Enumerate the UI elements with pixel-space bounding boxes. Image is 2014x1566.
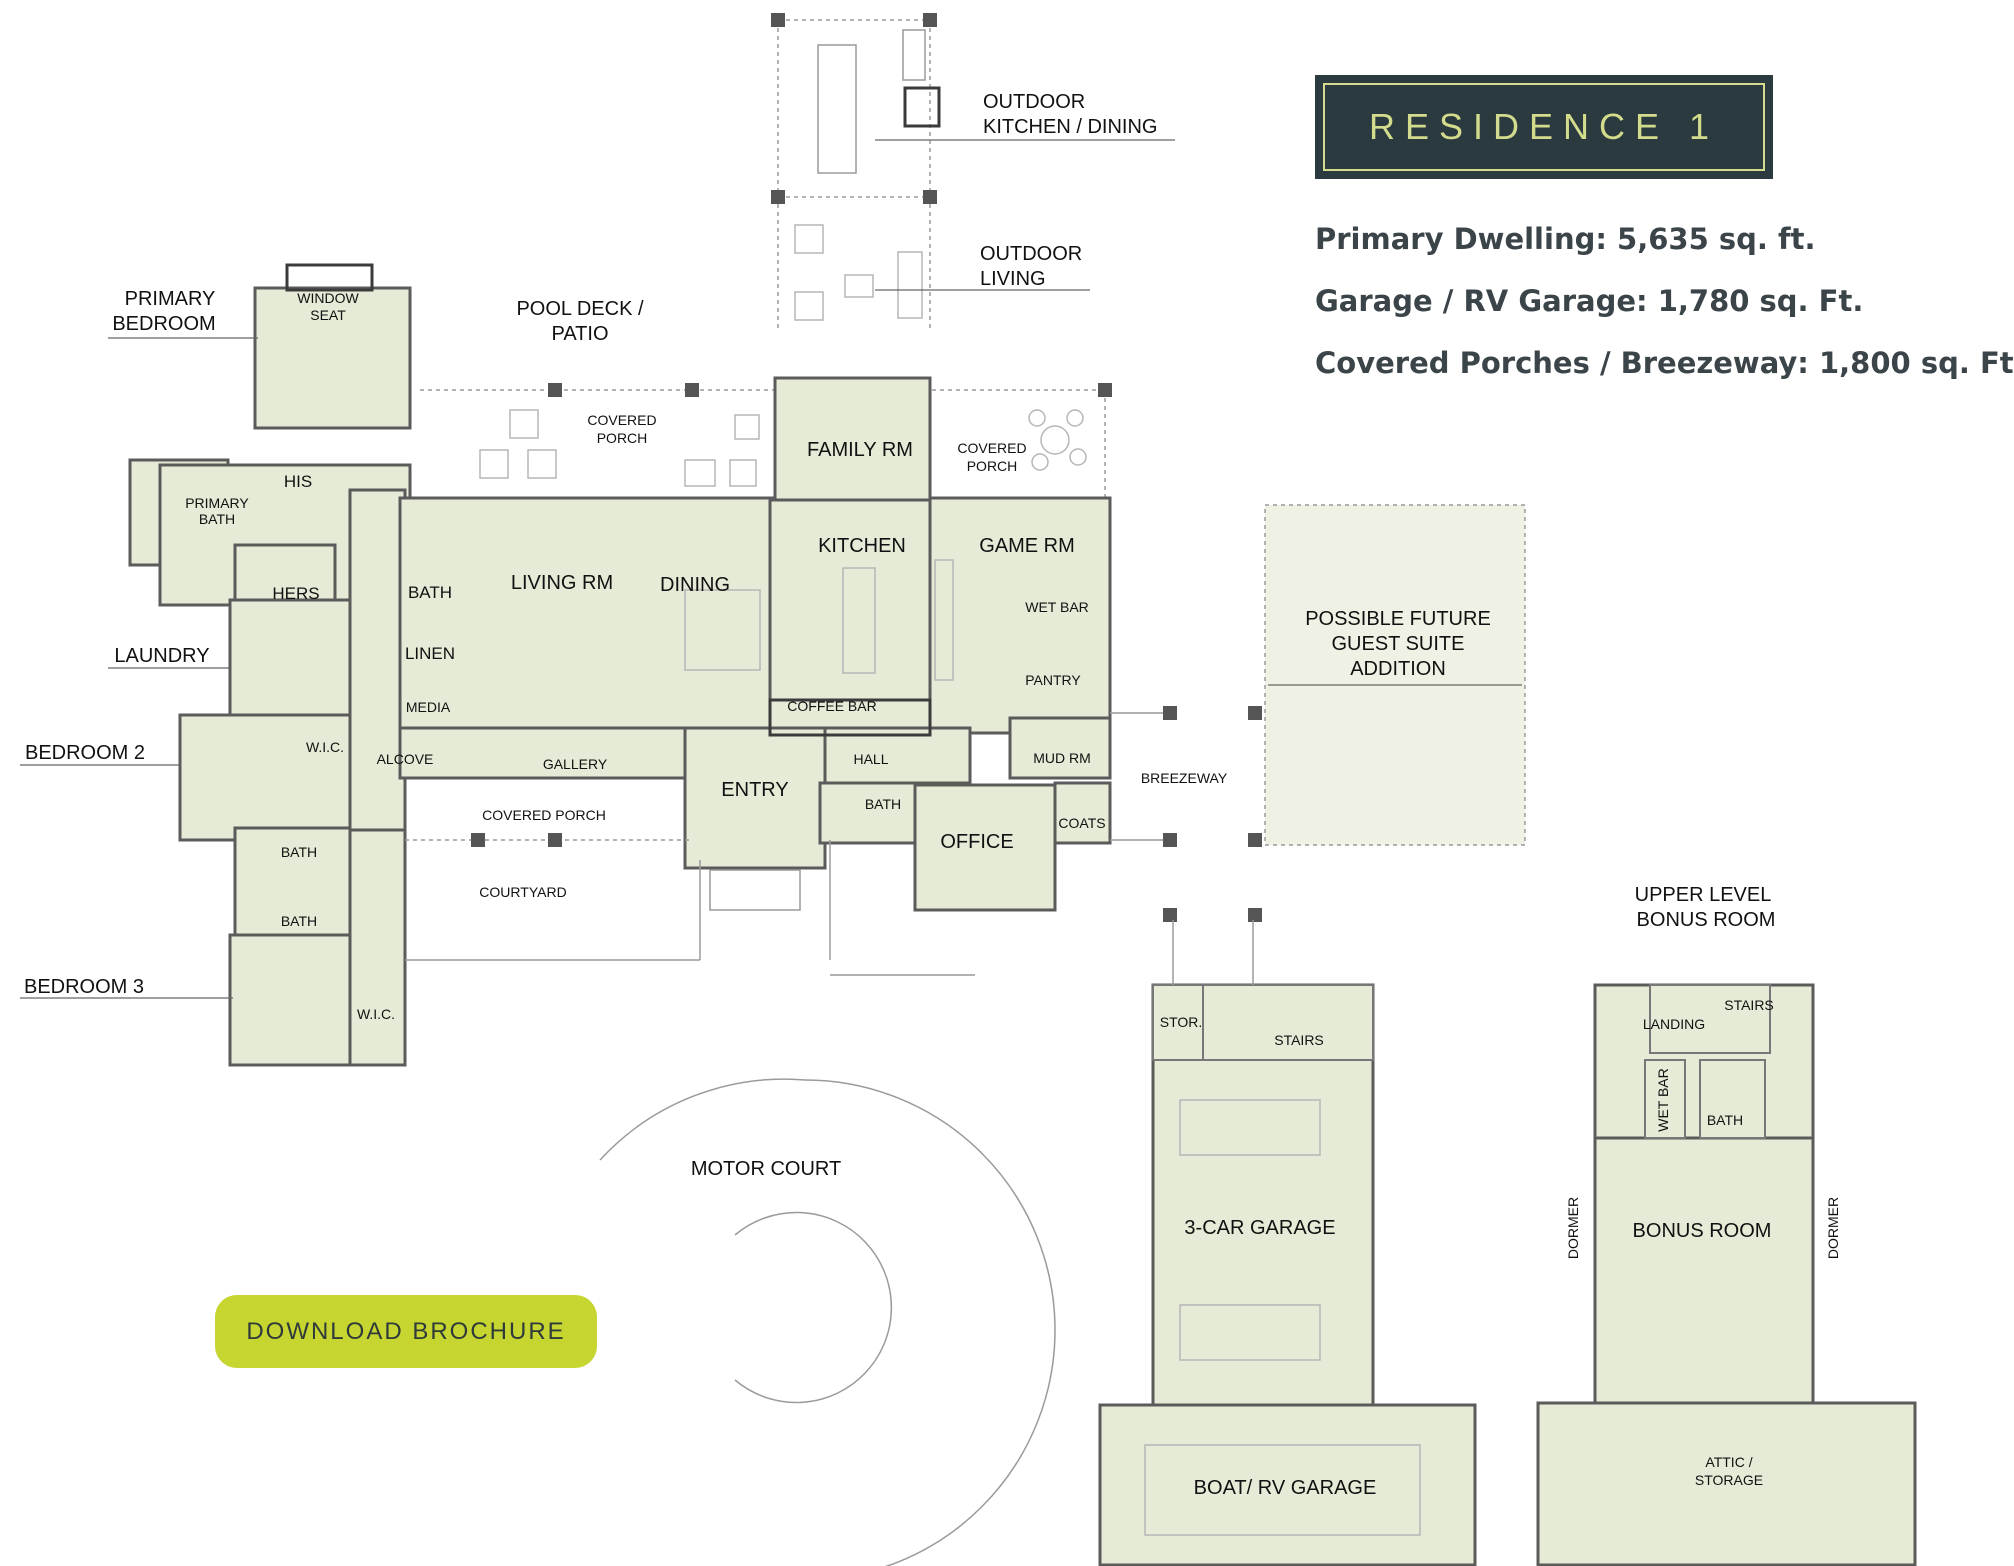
residence-title-box: RESIDENCE 1 bbox=[1315, 75, 1773, 179]
coats-label: COATS bbox=[1058, 815, 1105, 831]
garage bbox=[1098, 920, 1477, 1566]
mud-rm-label: MUD RM bbox=[1033, 750, 1091, 766]
wic-2-label: W.I.C. bbox=[357, 1006, 395, 1022]
office-label: OFFICE bbox=[940, 831, 1013, 853]
hers-label: HERS bbox=[272, 584, 319, 603]
bedroom-3-label: BEDROOM 3 bbox=[24, 976, 144, 998]
wet-bar-label: WET BAR bbox=[1025, 599, 1089, 615]
motor-court-label: MOTOR COURT bbox=[691, 1158, 841, 1180]
dormer-right-label: DORMER bbox=[1825, 1197, 1841, 1259]
motor-court-drive bbox=[599, 1078, 1056, 1566]
bedroom-2-label: BEDROOM 2 bbox=[25, 742, 145, 764]
courtyard-label: COURTYARD bbox=[479, 884, 566, 900]
three-car-garage-label: 3-CAR GARAGE bbox=[1184, 1217, 1335, 1239]
coffee-bar-label: COFFEE BAR bbox=[787, 698, 876, 714]
attic-storage-label: ATTIC /STORAGE bbox=[1695, 1454, 1763, 1488]
linen-label: LINEN bbox=[405, 644, 455, 663]
upper-level bbox=[1536, 983, 1917, 1566]
stairs-garage-label: STAIRS bbox=[1274, 1032, 1324, 1048]
bonus-room-label: BONUS ROOM bbox=[1633, 1220, 1772, 1242]
boat-rv-garage-label: BOAT/ RV GARAGE bbox=[1194, 1477, 1377, 1499]
media-label: MEDIA bbox=[406, 699, 451, 715]
download-brochure-button[interactable]: DOWNLOAD BROCHURE bbox=[215, 1295, 597, 1368]
front-porch bbox=[405, 833, 1177, 976]
dining-label: DINING bbox=[660, 574, 730, 596]
living-rm-label: LIVING RM bbox=[511, 572, 613, 594]
stat-garage: Garage / RV Garage: 1,780 sq. Ft. bbox=[1315, 284, 1864, 318]
pantry-label: PANTRY bbox=[1025, 672, 1081, 688]
bedroom-wings bbox=[20, 488, 407, 1067]
landing-label: LANDING bbox=[1643, 1016, 1705, 1032]
covered-porch-outline bbox=[420, 383, 1112, 500]
covered-porch-front-label: COVERED PORCH bbox=[482, 807, 606, 823]
gallery-label: GALLERY bbox=[543, 756, 608, 772]
outdoor-kitchen-structure bbox=[771, 13, 1175, 330]
bath-bed2-label: BATH bbox=[281, 844, 317, 860]
residence-title: RESIDENCE 1 bbox=[1323, 83, 1765, 171]
his-label: HIS bbox=[284, 472, 312, 491]
stor-label: STOR. bbox=[1160, 1014, 1203, 1030]
primary-bedroom-wing bbox=[108, 263, 412, 672]
dormer-left-label: DORMER bbox=[1565, 1197, 1581, 1259]
stairs-upper-label: STAIRS bbox=[1724, 997, 1774, 1013]
bath-bed3-label: BATH bbox=[281, 913, 317, 929]
hall-label: HALL bbox=[853, 751, 888, 767]
stat-primary-dwelling: Primary Dwelling: 5,635 sq. ft. bbox=[1315, 222, 1816, 256]
wic-1-label: W.I.C. bbox=[306, 739, 344, 755]
kitchen-label: KITCHEN bbox=[818, 535, 906, 557]
bath-main-label: BATH bbox=[408, 583, 452, 602]
game-rm-label: GAME RM bbox=[979, 535, 1075, 557]
entry-label: ENTRY bbox=[721, 779, 788, 801]
bath-hall-label: BATH bbox=[865, 796, 901, 812]
stat-covered-porches: Covered Porches / Breezeway: 1,800 sq. F… bbox=[1315, 346, 2014, 380]
wet-bar-upper-label: WET BAR bbox=[1655, 1068, 1671, 1132]
breezeway-label: BREEZEWAY bbox=[1141, 770, 1228, 786]
family-rm-label: FAMILY RM bbox=[807, 439, 913, 461]
future-addition bbox=[1110, 504, 1526, 922]
pool-deck-label: POOL DECK /PATIO bbox=[516, 298, 644, 345]
alcove-label: ALCOVE bbox=[377, 751, 434, 767]
laundry-label: LAUNDRY bbox=[114, 645, 209, 667]
bath-upper-label: BATH bbox=[1707, 1112, 1743, 1128]
main-living-block bbox=[398, 376, 1112, 912]
